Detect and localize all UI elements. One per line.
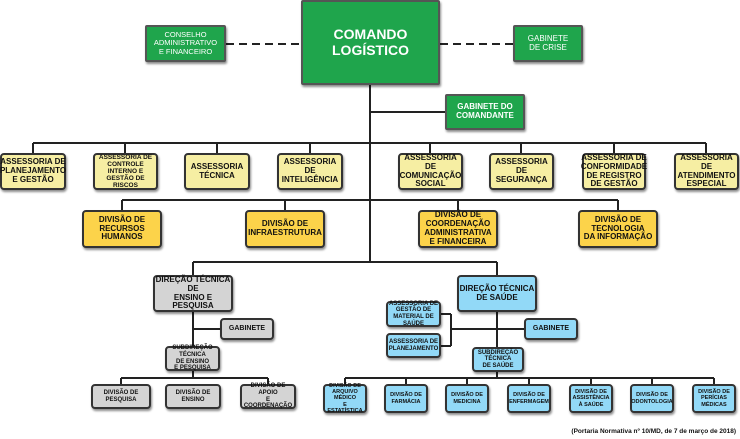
comando-logistico-box: COMANDO LOGÍSTICO	[301, 0, 440, 85]
conselho-box: CONSELHO ADMINISTRATIVO E FINANCEIRO	[145, 25, 226, 62]
divisao-box: DIVISÃO DE INFRAESTRUTURA	[245, 210, 325, 248]
divisao-box: DIVISÃO DE TECNOLOGIA DA INFORMAÇÃO	[578, 210, 658, 248]
assessoria-material-box: ASSESSORIA DE GESTÃO DE MATERIAL DE SAÚD…	[386, 301, 441, 327]
divisao-box: DIVISÃO DE COORDENAÇÃO ADMINISTRATIVA E …	[418, 210, 498, 248]
gabinete-comandante-box: GABINETE DO COMANDANTE	[445, 94, 525, 130]
divisao-ensino-box: DIVISÃO DE ENSINO	[165, 384, 221, 409]
gabinete-crise-box: GABINETE DE CRISE	[513, 25, 583, 62]
divisao-ensino-box: DIVISÃO DE PESQUISA	[91, 384, 151, 409]
divisao-saude-box: DIVISÃO DE ASSISTÊNCIA À SAÚDE	[569, 384, 613, 413]
assessoria-box: ASSESSORIA DE ATENDIMENTO ESPECIAL	[674, 153, 739, 190]
direcao-ensino-box: DIREÇÃO TÉCNICA DE ENSINO E PESQUISA	[153, 275, 233, 312]
subdirecao-saude-box: SUBDIREÇÃO TÉCNICA DE SAÚDE	[472, 347, 524, 372]
assessoria-box: ASSESSORIA TÉCNICA	[184, 153, 250, 190]
divisao-saude-box: DIVISÃO DE ENFERMAGEM	[507, 384, 551, 413]
assessoria-box: ASSESSORIA DE CONFORMIDADE DE REGISTRO D…	[580, 152, 648, 190]
gabinete-ensino-box: GABINETE	[220, 318, 274, 340]
divisao-ensino-box: DIVISÃO DE APOIO E COORDENAÇÃO	[240, 383, 296, 409]
assessoria-box: ASSESSORIA DE INTELIGÊNCIA	[277, 153, 343, 190]
assessoria-planejamento-box: ASSESSORIA DE PLANEJAMENTO	[386, 333, 441, 358]
assessoria-box: ASSESSORIA DE PLANEJAMENTO E GESTÃO	[0, 153, 66, 190]
assessoria-box: ASSESSORIA DE COMUNICAÇÃO SOCIAL	[398, 152, 463, 190]
footnote: (Portaria Normativa nº 10/MD, de 7 de ma…	[571, 428, 736, 435]
subdirecao-ensino-box: SUBDIREÇÃO TÉCNICA DE ENSINO E PESQUISA	[165, 345, 220, 371]
divisao-saude-box: DIVISÃO DE FARMÁCIA	[384, 384, 428, 413]
assessoria-box: ASSESSORIA DE CONTROLE INTERNO E GESTÃO …	[93, 153, 158, 190]
divisao-saude-box: DIVISÃO DE PERÍCIAS MÉDICAS	[692, 384, 736, 413]
gabinete-saude-box: GABINETE	[524, 318, 578, 340]
divisao-box: DIVISÃO DE RECURSOS HUMANOS	[82, 210, 162, 248]
divisao-saude-box: DIVISÃO DE ODONTOLOGIA	[630, 384, 674, 413]
divisao-saude-box: DIVISÃO DE ARQUIVO MÉDICO E ESTATÍSTICA	[323, 383, 367, 414]
divisao-saude-box: DIVISÃO DE MEDICINA	[445, 384, 489, 413]
assessoria-box: ASSESSORIA DE SEGURANÇA	[489, 153, 554, 190]
direcao-saude-box: DIREÇÃO TÉCNICA DE SAÚDE	[457, 275, 537, 312]
